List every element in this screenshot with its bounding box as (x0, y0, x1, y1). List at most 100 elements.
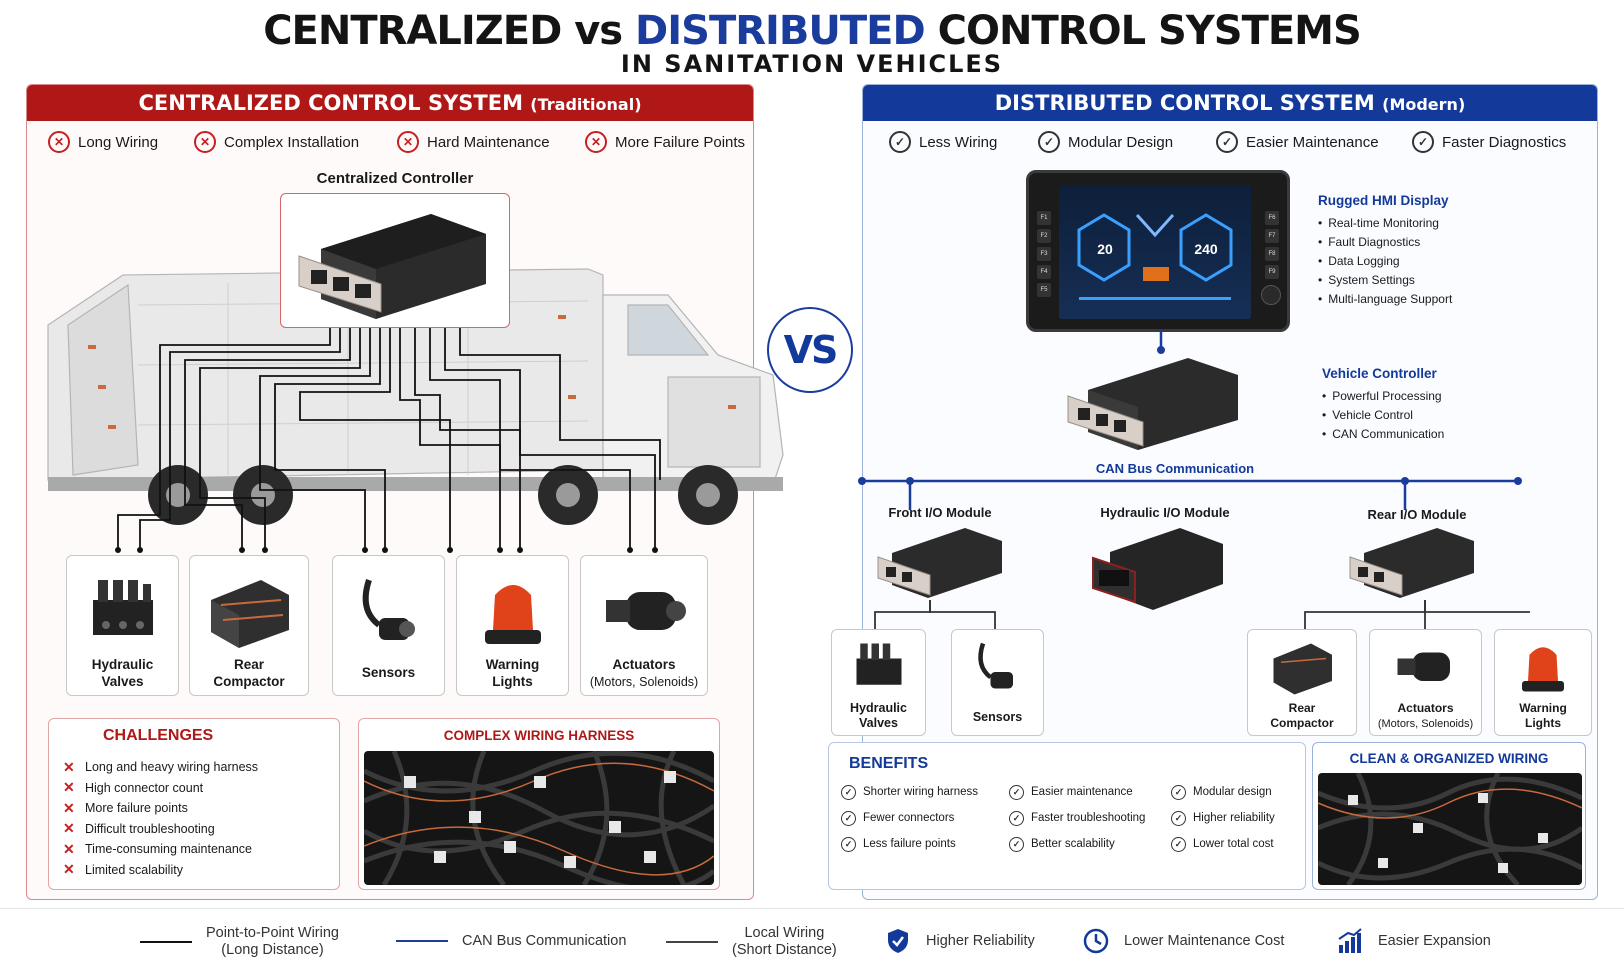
list-item: ✕Time-consuming maintenance (63, 840, 252, 857)
list-item: ✕High connector count (63, 779, 204, 796)
distributed-title: DISTRIBUTED CONTROL SYSTEM (994, 91, 1375, 115)
hydraulic-valve-icon (856, 643, 901, 685)
list-item: ✕Difficult troubleshooting (63, 820, 215, 837)
list-item: ✕Long and heavy wiring harness (63, 758, 259, 775)
feature-faster-diagnostics: ✓ Faster Diagnostics (1412, 131, 1566, 153)
x-mark-icon: ✕ (63, 840, 75, 857)
actuator-icon (1397, 652, 1450, 681)
vehicle-controller-unit (1067, 358, 1238, 450)
function-key-f9[interactable]: F9 (1265, 265, 1279, 279)
distributed-tag: (Modern) (1382, 95, 1466, 114)
check-circle-icon: ✓ (1009, 784, 1024, 800)
hmi-screen: 20 240 (1059, 185, 1251, 319)
check-circle-icon: ✓ (841, 810, 856, 826)
title-control-systems: CONTROL SYSTEMS (937, 8, 1362, 54)
list-item: ✓Higher reliability (1171, 809, 1301, 827)
check-circle-icon: ✓ (1171, 784, 1186, 800)
legend-bar: Point-to-Point Wiring(Long Distance) CAN… (0, 908, 1624, 966)
gray-line-swatch (666, 941, 718, 943)
list-item: ✓Modular design (1171, 783, 1301, 801)
list-item: Vehicle Control (1322, 408, 1444, 427)
function-key-f4[interactable]: F4 (1037, 265, 1051, 279)
feature-easier-maintenance: ✓ Easier Maintenance (1216, 131, 1379, 153)
device-actuators: Actuators(Motors, Solenoids) (580, 555, 708, 696)
legend-higher-reliability: Higher Reliability (884, 927, 1035, 955)
cross-circle-icon: ✕ (585, 131, 607, 153)
compactor-icon (211, 580, 289, 648)
legend-point-to-point: Point-to-Point Wiring(Long Distance) (140, 925, 339, 959)
list-item: ✓Faster troubleshooting (1009, 809, 1171, 827)
list-item: ✓Better scalability (1009, 835, 1171, 853)
check-circle-icon: ✓ (1171, 836, 1186, 852)
actuator-icon (606, 592, 686, 630)
function-key-f2[interactable]: F2 (1037, 229, 1051, 243)
front-io-module (877, 528, 1002, 598)
clean-wiring-title: CLEAN & ORGANIZED WIRING (1349, 751, 1549, 766)
feature-long-wiring: ✕ Long Wiring (48, 131, 158, 153)
device-sensors: Sensors (332, 555, 445, 696)
function-key-f5[interactable]: F5 (1037, 283, 1051, 297)
legend-can-bus: CAN Bus Communication (396, 933, 626, 949)
function-key-f3[interactable]: F3 (1037, 247, 1051, 261)
module-label-hydraulic: Hydraulic I/O Module (1100, 505, 1230, 520)
controller-unit-icon (298, 214, 486, 319)
x-mark-icon: ✕ (63, 758, 75, 775)
legend-local-wiring: Local Wiring(Short Distance) (666, 925, 837, 959)
list-item: Real-time Monitoring (1318, 216, 1452, 235)
warning-light-icon (484, 585, 541, 644)
list-item: Fault Diagnostics (1318, 235, 1452, 254)
check-circle-icon: ✓ (1038, 131, 1060, 153)
sensor-icon (362, 579, 415, 640)
function-key-f1[interactable]: F1 (1037, 211, 1051, 225)
cross-circle-icon: ✕ (397, 131, 419, 153)
legend-easier-expansion: Easier Expansion (1336, 927, 1491, 955)
check-circle-icon: ✓ (1009, 836, 1024, 852)
distributed-panel-header: DISTRIBUTED CONTROL SYSTEM (Modern) (863, 85, 1597, 121)
hmi-gauge-right: 240 (1194, 241, 1218, 257)
list-item: Multi-language Support (1318, 292, 1452, 311)
can-bus-lines (858, 330, 1530, 630)
check-circle-icon: ✓ (1171, 810, 1186, 826)
function-key-f7[interactable]: F7 (1265, 229, 1279, 243)
device-actuators-right: Actuators(Motors, Solenoids) (1369, 629, 1482, 736)
shield-icon (888, 929, 908, 953)
check-circle-icon: ✓ (1009, 810, 1024, 826)
x-mark-icon: ✕ (63, 820, 75, 837)
centralized-title: CENTRALIZED CONTROL SYSTEM (138, 91, 523, 115)
function-key-f8[interactable]: F8 (1265, 247, 1279, 261)
benefits-grid: ✓Shorter wiring harness ✓Easier maintena… (841, 783, 1301, 853)
hmi-info: Rugged HMI Display Real-time Monitoring … (1318, 193, 1452, 311)
device-label: Actuators(Motors, Solenoids) (1377, 701, 1474, 730)
harness-photo-clean (1318, 773, 1582, 885)
page-subtitle: IN SANITATION VEHICLES (620, 50, 1004, 78)
compactor-icon (1273, 643, 1332, 695)
warning-light-icon (1522, 647, 1564, 692)
challenges-list: ✕Long and heavy wiring harness ✕High con… (63, 757, 258, 880)
rotary-knob-icon[interactable] (1261, 285, 1281, 305)
vs-badge: VS (767, 307, 853, 393)
list-item: ✓Easier maintenance (1009, 783, 1171, 801)
challenges-title: CHALLENGES (103, 727, 214, 744)
black-line-swatch (140, 941, 192, 943)
feature-complex-installation: ✕ Complex Installation (194, 131, 359, 153)
hmi-gauge-left: 20 (1097, 241, 1113, 257)
module-label-rear: Rear I/O Module (1367, 507, 1467, 522)
clean-wiring-box: CLEAN & ORGANIZED WIRING (1312, 742, 1586, 890)
check-circle-icon: ✓ (841, 784, 856, 800)
vehicle-controller-info: Vehicle Controller Powerful Processing V… (1322, 366, 1444, 446)
complex-harness-title: COMPLEX WIRING HARNESS (443, 728, 635, 743)
can-bus-label: CAN Bus Communication (1095, 461, 1255, 476)
function-key-f6[interactable]: F6 (1265, 211, 1279, 225)
benefits-box: BENEFITS ✓Shorter wiring harness ✓Easier… (828, 742, 1306, 890)
feature-less-wiring: ✓ Less Wiring (889, 131, 997, 153)
hmi-info-title: Rugged HMI Display (1318, 193, 1449, 208)
page-title: CENTRALIZED vs DISTRIBUTED CONTROL SYSTE… (0, 8, 1624, 54)
